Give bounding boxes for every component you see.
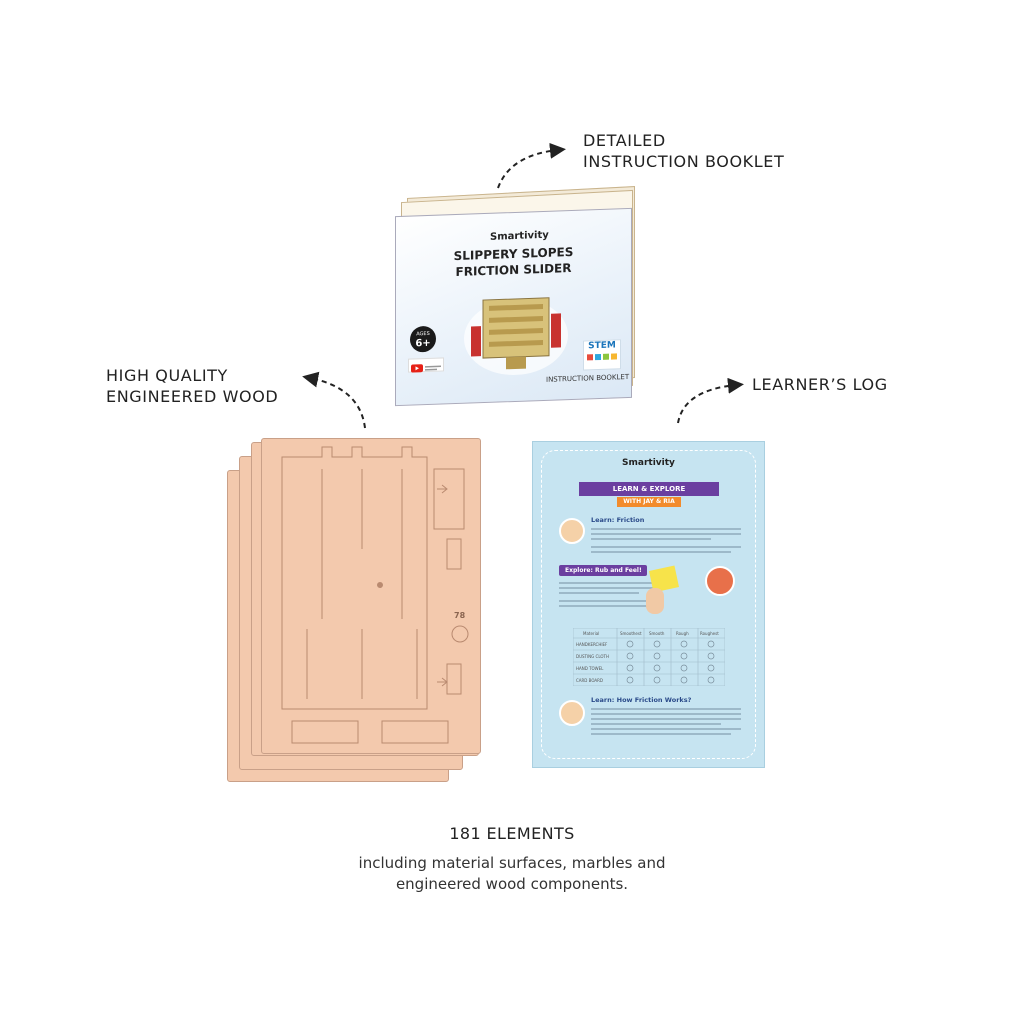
booklet-label-line1: DETAILED	[583, 131, 666, 150]
instruction-booklet: Smartivity SLIPPERY SLOPES FRICTION SLID…	[395, 186, 635, 407]
wood-label-line2: ENGINEERED WOOD	[106, 387, 279, 406]
log-label: LEARNER’S LOG	[752, 375, 888, 394]
log-brand: Smartivity	[622, 458, 675, 468]
hand-image	[646, 588, 664, 614]
table-header: Material	[583, 631, 600, 636]
booklet-label-line2: INSTRUCTION BOOKLET	[583, 152, 785, 171]
log-ribbon-sub: WITH JAY & RIA	[617, 497, 681, 507]
friction-slider-toy-image	[464, 297, 568, 375]
wood-label: HIGH QUALITY ENGINEERED WOOD	[106, 365, 278, 407]
table-header: Smooth	[649, 631, 665, 636]
table-row-label: CARD BOARD	[576, 678, 604, 683]
log-section-how-friction: Learn: How Friction Works?	[591, 696, 692, 704]
booklet-cover: Smartivity SLIPPERY SLOPES FRICTION SLID…	[395, 207, 632, 407]
element-description-line2: engineered wood components.	[395, 875, 629, 893]
booklet-footer: INSTRUCTION BOOKLET	[546, 372, 630, 384]
wood-sheet-front: 78	[261, 438, 481, 754]
table-row-label: DUSTING CLOTH	[576, 654, 610, 659]
age-badge: AGES 6+	[410, 325, 436, 353]
log-arrow	[677, 377, 744, 424]
youtube-icon	[408, 357, 444, 373]
friction-table: Material Smoothest Smooth Rough Roughest…	[573, 628, 725, 686]
boy-avatar-icon	[705, 566, 735, 596]
stem-badge: STEM	[583, 339, 621, 371]
table-header: Rough	[676, 631, 689, 636]
booklet-brand: Smartivity	[490, 229, 549, 243]
stem-badge-text: STEM	[588, 340, 616, 352]
booklet-label: DETAILED INSTRUCTION BOOKLET	[583, 130, 784, 172]
table-header: Roughest	[700, 631, 719, 636]
table-row-label: HANDKERCHIEF	[576, 642, 608, 647]
avatar-icon	[559, 518, 585, 544]
avatar-icon	[559, 700, 585, 726]
wood-cut-pattern	[281, 446, 469, 744]
element-description: including material surfaces, marbles and…	[0, 853, 1024, 895]
log-section-explore: Explore: Rub and Feel!	[559, 565, 647, 576]
element-description-line1: including material surfaces, marbles and	[358, 854, 666, 872]
element-count: 181 ELEMENTS	[449, 824, 575, 843]
wood-arrow	[302, 371, 366, 429]
engineered-wood-panels: 78	[225, 438, 485, 788]
table-row-label: HAND TOWEL	[576, 666, 604, 671]
wood-label-line1: HIGH QUALITY	[106, 366, 228, 385]
log-frame	[541, 450, 756, 759]
part-number: 78	[454, 611, 466, 620]
age-badge-value: 6+	[415, 337, 431, 350]
booklet-arrow	[497, 142, 566, 189]
log-section-friction: Learn: Friction	[591, 516, 645, 524]
learners-log-sheet: Smartivity LEARN & EXPLORE WITH JAY & RI…	[532, 441, 765, 768]
log-ribbon: LEARN & EXPLORE	[579, 482, 719, 496]
table-header: Smoothest	[620, 631, 642, 636]
